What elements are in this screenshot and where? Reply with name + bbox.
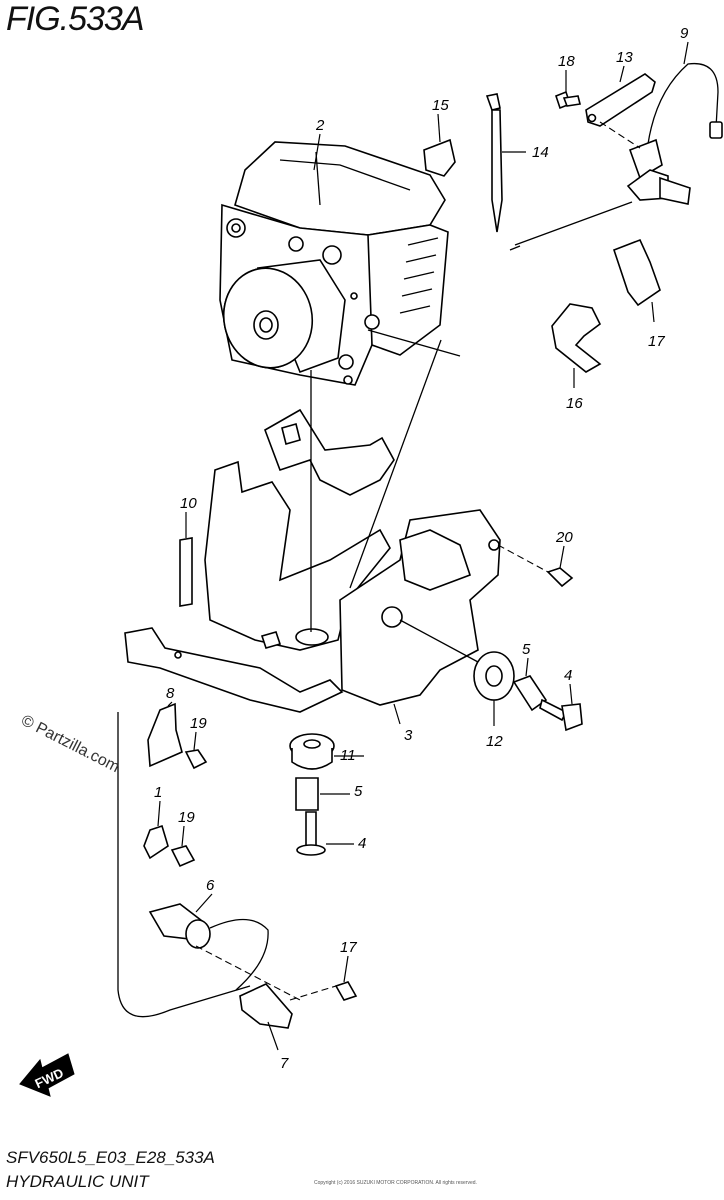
- callout-rear-speed-sensor[interactable]: 9: [680, 25, 689, 42]
- callout-leader-c2: [313, 133, 321, 171]
- bolt-4b-drawing[interactable]: [296, 811, 326, 856]
- callout-clamp[interactable]: 16: [566, 395, 583, 412]
- rear-speed-sensor-9-drawing[interactable]: [509, 62, 723, 251]
- callout-leader-c19b: [181, 825, 185, 847]
- clamp-17-drawing[interactable]: [612, 238, 661, 307]
- callout-clamp[interactable]: 7: [280, 1055, 289, 1072]
- callout-leader-c4a: [569, 683, 573, 705]
- grommet-12-drawing[interactable]: [399, 619, 515, 701]
- callout-cable-tie[interactable]: 14: [532, 144, 549, 161]
- bracket-13-drawing[interactable]: [585, 73, 656, 127]
- fine-print: Copyright (c) 2016 SUZUKI MOTOR CORPORAT…: [314, 1180, 477, 1186]
- callout-grommet[interactable]: 11: [340, 747, 356, 764]
- cable-tie-14-drawing[interactable]: [485, 93, 503, 233]
- bracket-drawing[interactable]: [124, 408, 501, 713]
- clamp-1-drawing[interactable]: [143, 824, 169, 860]
- callout-leader-c1: [157, 800, 161, 827]
- clamp-16-drawing[interactable]: [551, 303, 602, 373]
- hydraulic-unit-drawing[interactable]: [215, 141, 449, 386]
- bolt-19b-drawing[interactable]: [170, 845, 196, 868]
- callout-spacer[interactable]: 5: [354, 783, 363, 800]
- sensor-cable: [117, 712, 251, 1018]
- figure-title: FIG.533A: [6, 0, 145, 38]
- callout-leader-c17b: [343, 955, 349, 983]
- callout-leader-c7: [267, 1021, 279, 1051]
- front-speed-sensor-6-drawing[interactable]: [148, 903, 301, 1001]
- callout-leader-c19a: [193, 731, 197, 751]
- clamp-15-drawing[interactable]: [423, 138, 456, 177]
- callout-bolt[interactable]: 4: [564, 667, 572, 684]
- callout-hydraulic-unit[interactable]: 2: [315, 117, 325, 134]
- callout-clamp[interactable]: 17: [648, 333, 665, 350]
- clamp-8-drawing[interactable]: [147, 702, 183, 768]
- callout-spacer[interactable]: 5: [522, 641, 531, 658]
- cushion-10-drawing[interactable]: [179, 537, 193, 607]
- callout-leader-c9: [683, 41, 689, 65]
- callout-leader-c20: [559, 545, 565, 569]
- callout-cushion[interactable]: 10: [180, 495, 197, 512]
- fwd-arrow: FWD: [19, 1053, 75, 1097]
- figure-name: HYDRAULIC UNIT: [6, 1172, 149, 1191]
- bolt-18-drawing[interactable]: [555, 90, 581, 110]
- callout-front-speed-sensor[interactable]: 6: [206, 877, 215, 894]
- callout-bracket[interactable]: 13: [616, 49, 633, 66]
- callout-leader-c17a: [651, 301, 655, 323]
- callout-bracket[interactable]: 3: [404, 727, 413, 744]
- callout-leader-c5a: [525, 657, 529, 677]
- callout-grommet[interactable]: 12: [486, 733, 503, 750]
- callout-bolt[interactable]: 19: [190, 715, 207, 732]
- clamp-7-drawing[interactable]: [239, 983, 293, 1029]
- bolt-17b-drawing[interactable]: [289, 981, 358, 1001]
- callout-clamp[interactable]: 8: [166, 685, 175, 702]
- callout-clamp[interactable]: 15: [432, 97, 449, 114]
- callout-bolt[interactable]: 4: [358, 835, 366, 852]
- figure-code: SFV650L5_E03_E28_533A: [6, 1148, 215, 1167]
- spacer-5b-drawing[interactable]: [295, 777, 319, 811]
- callout-bolt[interactable]: 17: [340, 939, 357, 956]
- callout-clamp[interactable]: 1: [154, 784, 162, 801]
- spacer-5a-drawing[interactable]: [512, 675, 548, 712]
- callout-bolt[interactable]: 19: [178, 809, 195, 826]
- grommet-11-drawing[interactable]: [289, 733, 335, 770]
- callouts: 2 15 14 18 13 9 17 16 10 20 5 4 3 12 8 19 11 5 1 19 4 6 17 7: [154, 25, 689, 1072]
- callout-leader-c8: [167, 701, 173, 707]
- callout-leader-c3: [393, 703, 401, 725]
- bolt-19a-drawing[interactable]: [184, 749, 208, 770]
- bolt-4a-drawing[interactable]: [539, 698, 583, 732]
- callout-bolt[interactable]: 20: [555, 529, 573, 546]
- callout-leader-c6: [195, 893, 213, 913]
- callout-leader-c13: [619, 65, 625, 83]
- callout-bolt[interactable]: 18: [558, 53, 575, 70]
- callout-leader-c15: [437, 113, 441, 143]
- bolt-20-drawing[interactable]: [497, 544, 574, 588]
